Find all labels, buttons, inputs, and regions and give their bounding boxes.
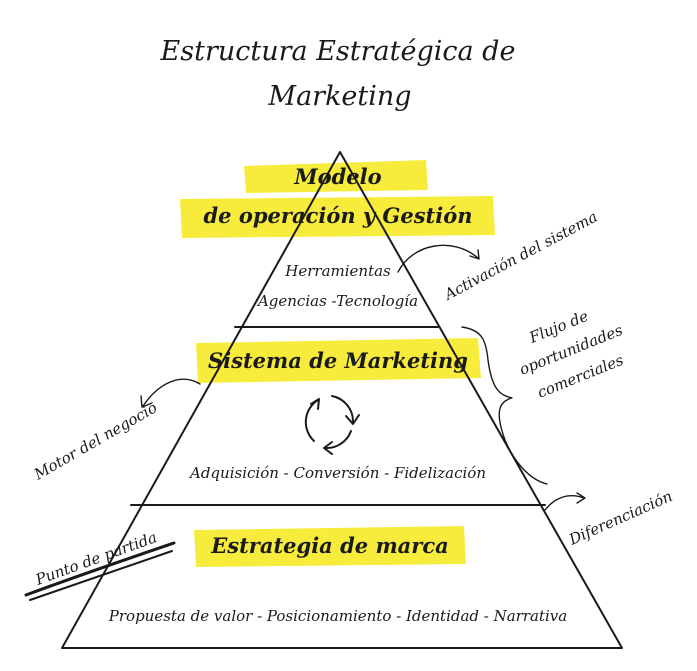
activation-arrow: [397, 244, 480, 273]
pyramid-outline: [61, 151, 623, 649]
cycle-arrows-icon: [304, 395, 360, 455]
highlight-middle: [196, 338, 481, 383]
engine-arrow: [140, 378, 201, 408]
annotation-starting-point: Punto de partida: [32, 528, 159, 589]
top-heading-2: de operación y Gestión: [203, 203, 472, 228]
highlight-top-2: [180, 196, 495, 238]
highlight-top-1: [244, 160, 428, 193]
diagram-title-line2: Marketing: [267, 81, 411, 112]
top-heading-1: Modelo: [293, 164, 381, 189]
highlights: [180, 160, 495, 567]
starting-point-underline: [24, 541, 176, 601]
diagram-title-line1: Estructura Estratégica de: [160, 36, 516, 67]
bottom-heading: Estrategia de marca: [210, 533, 448, 558]
top-detail-2: Agencias -Tecnología: [256, 292, 418, 310]
highlight-bottom: [194, 526, 466, 567]
bottom-detail: Propuesta de valor - Posicionamiento - I…: [108, 607, 567, 625]
middle-detail: Adquisición - Conversión - Fidelización: [188, 464, 486, 482]
top-detail-1: Herramientas: [284, 262, 391, 280]
middle-heading: Sistema de Marketing: [208, 348, 468, 373]
flow-brace: [461, 326, 548, 485]
differentiation-arrow: [544, 492, 586, 511]
annotation-engine: Motor del negocio: [30, 398, 160, 484]
